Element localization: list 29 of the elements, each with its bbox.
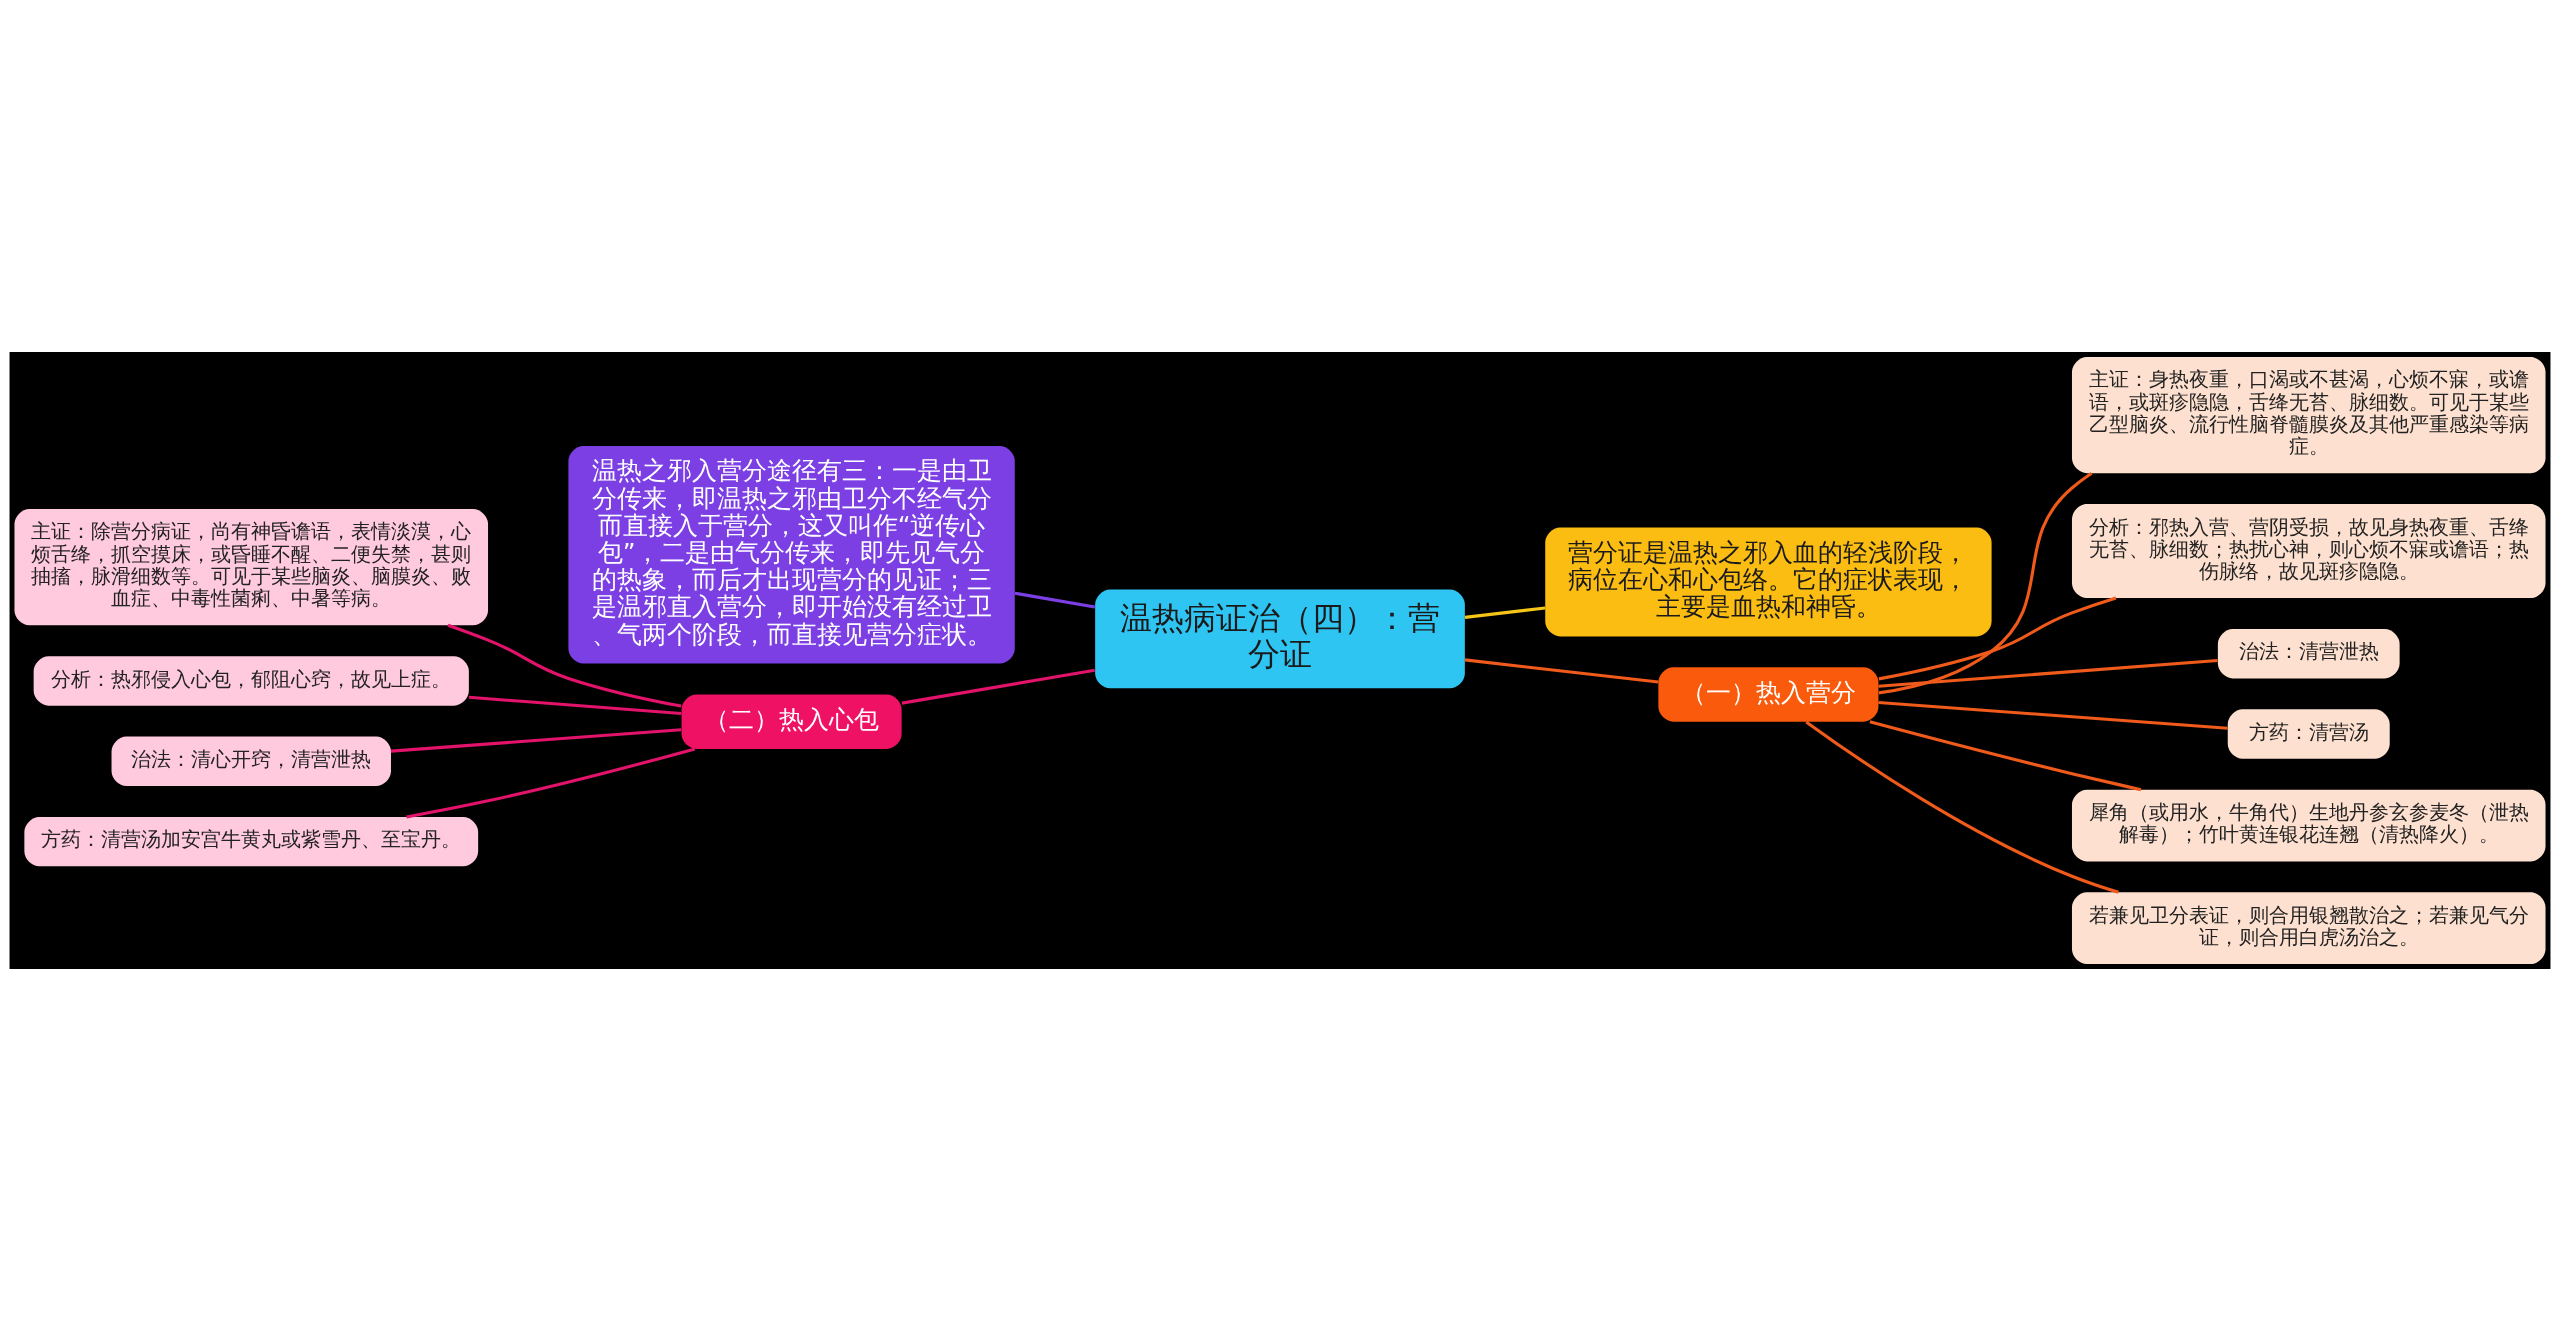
node-box: 主证：除营分病证，尚有神昏谵语，表情淡漠，心烦舌绛，抓空摸床，或昏睡不醒、二便失禁，甚则抽搐，脉滑细数等。可见于某些脑炎、脑膜炎、败血症、中毒性菌痢、中暑等病。 [14,509,489,626]
connector [1464,658,1659,684]
node-box: 主证：身热夜重，口渴或不甚渴，心烦不寐，或谵语，或斑疹隐隐，舌绛无苔、脉细数。可见于某些乙型脑炎、流行性脑脊髓膜炎及其他严重感染等病症。 [2071,356,2546,474]
node-box: 若兼见卫分表证，则合用银翘散治之；若兼见气分证，则合用白虎汤治之。 [2071,892,2546,965]
connector [447,623,682,708]
node-box: 治法：清营泄热 [2217,628,2400,679]
node-box: 治法：清心开窍，清营泄热 [111,736,391,786]
connector [1464,606,1546,619]
node-box: 分析：热邪侵入心包，郁阻心窍，故见上症。 [33,656,469,706]
connector [1878,700,2228,730]
connector [1014,591,1096,609]
node-box: 方药：清营汤 [2227,709,2390,759]
connector [1878,658,2218,688]
connector [390,728,682,753]
connector [1869,720,2142,792]
connector [468,695,682,715]
node-box: 温热病证治（四）：营分证 [1095,589,1465,689]
connector [1878,596,2117,681]
node-box: （一）热入营分 [1658,667,1879,722]
connector [901,668,1095,705]
node-box: 温热之邪入营分途径有三：一是由卫分传来，即温热之邪由卫分不经气分而直接入于营分，这又叫作“逆传心包”，二是由气分传来，即先见气分的热象，而后才出现营分的见证；三是温邪直入营分，即开始没有经过卫、气两个阶段，而直接见营分症状。 [568,445,1015,664]
node-box: 分析：邪热入营、营阴受损，故见身热夜重、舌绛无苔、脉细数；热扰心神，则心烦不寐或谵语；热伤脉络，故见斑疹隐隐。 [2071,504,2546,599]
node-box: （二）热入心包 [681,694,902,749]
node-box: 方药：清营汤加安宫牛黄丸或紫雪丹、至宝丹。 [24,816,479,867]
node-box: 营分证是温热之邪入血的轻浅阶段，病位在心和心包络。它的症状表现，主要是血热和神昏。 [1545,527,1992,637]
node-box: 犀角（或用水，牛角代）生地丹参玄参麦冬（泄热解毒）；竹叶黄连银花连翘（清热降火）。 [2071,789,2546,862]
connector [1805,720,2119,894]
connector [1878,472,2093,695]
connector [406,747,696,819]
